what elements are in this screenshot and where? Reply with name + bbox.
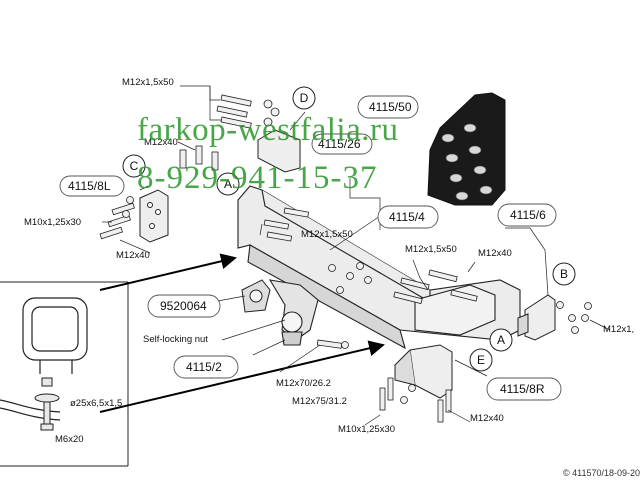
inset-bolt: [34, 377, 60, 431]
right-side-bracket: [517, 294, 556, 341]
part-4115-6: 4115/6: [510, 208, 546, 222]
part-9520064: 9520064: [160, 299, 207, 313]
bolt-label-far-right: M12x1,: [603, 324, 635, 335]
bolt-label-right-m12x1-5x50: M12x1,5x50: [405, 244, 457, 255]
bolt-label-right-m12x40: M12x40: [478, 248, 512, 259]
callout-circles: [122, 86, 576, 372]
bolt-label-top-m12x40: M12x40: [144, 137, 178, 148]
callout-letter-c: C: [129, 159, 139, 173]
tow-ball-neck: [268, 279, 319, 346]
left-side-bracket: [139, 189, 169, 243]
bolt-group-left: [99, 196, 135, 240]
inset-socket-plate: [0, 297, 88, 421]
label-self-locking-nut: Self-locking nut: [143, 334, 208, 345]
callout-letter-e: E: [476, 353, 485, 367]
callout-letter-a-upper: A: [223, 177, 232, 191]
crossbar-beam: [237, 185, 521, 350]
bolt-label-top-m12x1-5x50: M12x1,5x50: [122, 77, 174, 88]
bolt-label-mid-m12x1-5x50: M12x1,5x50: [301, 229, 353, 240]
bolt-label-m12x75: M12x75/31.2: [292, 396, 347, 407]
inset-detail-frame: [0, 281, 129, 467]
inset-arrow-lower: [99, 340, 385, 413]
bolt-group-top: [179, 94, 280, 171]
leader-lines: [102, 85, 611, 426]
callout-letter-b: B: [559, 267, 568, 281]
watermark-phone: 8-929-941-15-37: [137, 160, 378, 196]
bolt-label-m12x70: M12x70/26.2: [276, 378, 331, 389]
electrical-plate-4115-50: [427, 92, 506, 206]
part-4115-50: 4115/50: [369, 100, 412, 114]
inset-washer-label: ø25x6,5x1,5: [70, 398, 123, 409]
watermark-website: farkop-westfalia.ru: [137, 112, 399, 148]
bolt-group-middle: [263, 207, 372, 294]
part-4115-4: 4115/4: [389, 210, 425, 224]
lower-right-bracket: [394, 344, 453, 399]
socket-bracket-9520064: [241, 279, 271, 313]
bolt-label-left-m10x1-25x30: M10x1,25x30: [24, 217, 82, 228]
part-4115-8r: 4115/8R: [500, 382, 545, 396]
part-4115-26: 4115/26: [318, 137, 361, 151]
top-bracket: [257, 129, 301, 173]
part-4115-2: 4115/2: [186, 360, 222, 374]
callout-letter-a-lower: A: [496, 333, 505, 347]
part-4115-8l: 4115/8L: [68, 179, 111, 193]
bolt-label-bottom-m12x40: M12x40: [470, 413, 504, 424]
callout-letter-d: D: [299, 91, 309, 105]
bolt-label-bottom-m10x1-25x30: M10x1,25x30: [338, 424, 396, 435]
inset-arrow-upper: [99, 253, 237, 291]
bolt-label-left-m12x40: M12x40: [116, 250, 150, 261]
bolt-group-bottom: [316, 339, 452, 423]
drawing-reference-footer: © 411570/18-09-20: [562, 468, 640, 478]
part-number-frames: [59, 95, 562, 401]
bolt-group-right: [393, 269, 592, 334]
inset-bolt-label: M6x20: [55, 434, 84, 445]
